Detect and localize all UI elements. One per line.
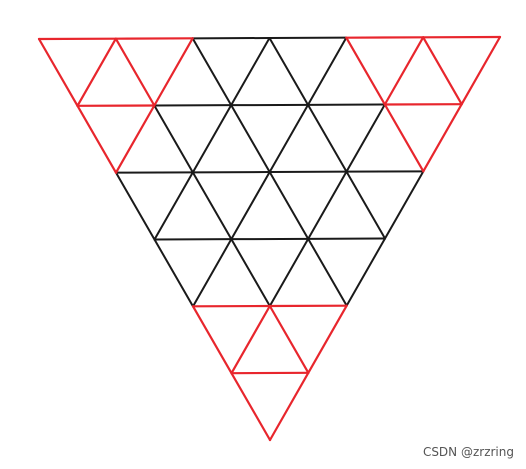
grid-edge (153, 171, 194, 241)
grid-edge (230, 238, 271, 307)
grid-edge (191, 37, 233, 107)
red-edge (114, 104, 156, 174)
grid-edge (307, 103, 348, 173)
red-edge (345, 36, 386, 106)
grid-edge (345, 103, 386, 173)
red-edge (191, 305, 233, 375)
grid-edge (268, 103, 309, 173)
grid-edge (384, 170, 425, 240)
grid-edge (307, 170, 348, 240)
red-edge (114, 37, 156, 107)
grid-edge (345, 237, 386, 307)
red-edge (383, 103, 425, 173)
grid-edge (153, 104, 194, 174)
red-edge (37, 37, 79, 107)
red-edge (460, 35, 502, 106)
red-edge (307, 304, 348, 374)
inner-grid-lines (115, 36, 425, 308)
grid-edge (192, 238, 233, 308)
grid-edge (230, 171, 271, 241)
red-edge (230, 304, 271, 375)
grid-edge (268, 37, 309, 106)
red-edge (268, 371, 310, 442)
red-edge (76, 104, 118, 174)
grid-edge (191, 104, 233, 174)
red-edge (383, 36, 425, 106)
grid-edge (153, 238, 194, 308)
red-edge (153, 37, 194, 107)
grid-edge (307, 36, 348, 106)
grid-edge (268, 237, 310, 307)
corner-region-lines (37, 35, 502, 442)
grid-edge (268, 171, 310, 240)
grid-edge (307, 237, 348, 307)
grid-edge (115, 171, 156, 241)
red-edge (230, 372, 272, 442)
grid-edge (345, 170, 386, 240)
red-edge (268, 304, 310, 374)
watermark-text: CSDN @zrzring (422, 445, 514, 459)
grid-edge (230, 104, 271, 173)
red-edge (422, 36, 463, 106)
grid-edge (230, 37, 271, 107)
grid-edge (191, 171, 233, 241)
red-edge (76, 37, 117, 107)
red-edge (422, 103, 463, 173)
